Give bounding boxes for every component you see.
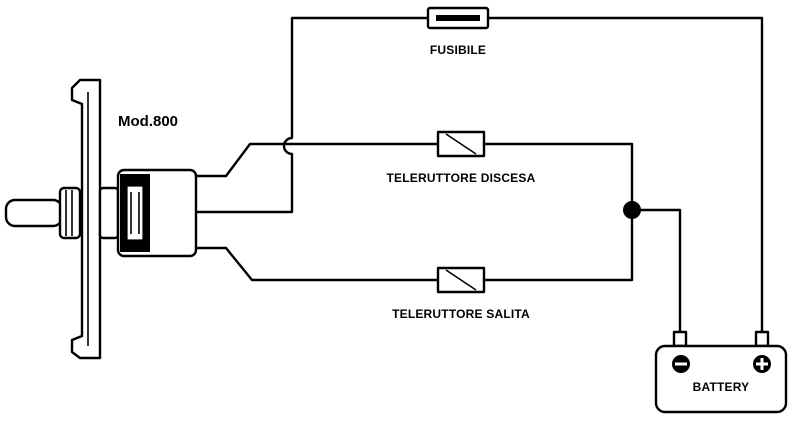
fuse-label: FUSIBILE [429, 43, 487, 57]
model-label: Mod.800 [118, 113, 179, 130]
switch-nut [58, 186, 82, 240]
switch-bushing [98, 186, 120, 240]
contactor-up-wire [224, 208, 634, 282]
contactor-down-wire [224, 142, 634, 212]
switch-terminals [194, 174, 228, 250]
contactor-down [436, 130, 486, 158]
battery-negative-icon [672, 355, 690, 373]
fuse-wire [224, 16, 764, 334]
battery-label: BATTERY [692, 380, 750, 394]
battery-positive-icon [753, 355, 771, 373]
contactor-up [436, 266, 486, 294]
contactor-up-label: TELERUTTORE SALITA [392, 307, 530, 321]
switch-lever [4, 198, 64, 228]
battery-negative-wire [630, 208, 682, 334]
contactor-down-label: TELERUTTORE DISCESA [386, 171, 536, 185]
mounting-plate [70, 78, 102, 360]
fuse [426, 6, 490, 30]
battery [654, 330, 788, 414]
switch-body [116, 168, 198, 258]
